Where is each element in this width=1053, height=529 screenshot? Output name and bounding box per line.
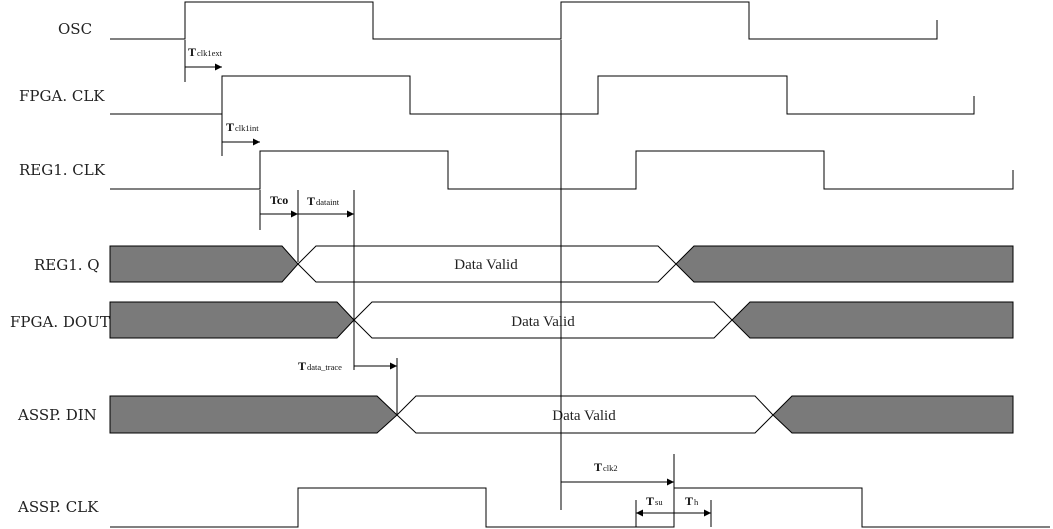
reg1-q-invalid-right	[675, 245, 1014, 283]
tco-label: Tco	[270, 193, 288, 207]
tsu-label: Tsu	[646, 494, 663, 508]
tdata-trace-label: Tdata_trace	[298, 359, 342, 373]
label-assp-din: ASSP. DIN	[17, 406, 97, 424]
assp-clk-waveform	[110, 487, 1050, 528]
osc-waveform	[110, 1, 938, 40]
label-fpga-clk: FPGA. CLK	[19, 87, 105, 105]
fpga-clk-waveform	[110, 75, 975, 115]
tclk2-label: Tclk2	[594, 460, 618, 474]
tclk1ext-label: Tclk1ext	[188, 45, 223, 59]
fpga-dout-invalid-right	[731, 301, 1014, 339]
label-reg1-q: REG1. Q	[34, 256, 100, 274]
assp-din-invalid-right	[772, 395, 1014, 434]
label-fpga-dout: FPGA. DOUT	[10, 313, 110, 331]
tdataint-label: Tdataint	[307, 194, 340, 208]
reg1-clk-waveform	[110, 150, 1014, 190]
assp-din-data-valid-label: Data Valid	[552, 408, 616, 424]
reg1-q-data-valid-label: Data Valid	[454, 257, 518, 273]
fpga-dout-invalid-left	[109, 301, 355, 339]
th-label: Th	[685, 494, 699, 508]
assp-din-invalid-left	[109, 395, 398, 434]
label-osc: OSC	[58, 20, 92, 38]
label-reg1-clk: REG1. CLK	[19, 161, 106, 179]
label-assp-clk: ASSP. CLK	[17, 498, 99, 516]
tclk1int-label: Tclk1int	[226, 120, 259, 134]
reg1-q-invalid-left	[109, 245, 299, 283]
fpga-dout-data-valid-label: Data Valid	[511, 314, 575, 330]
